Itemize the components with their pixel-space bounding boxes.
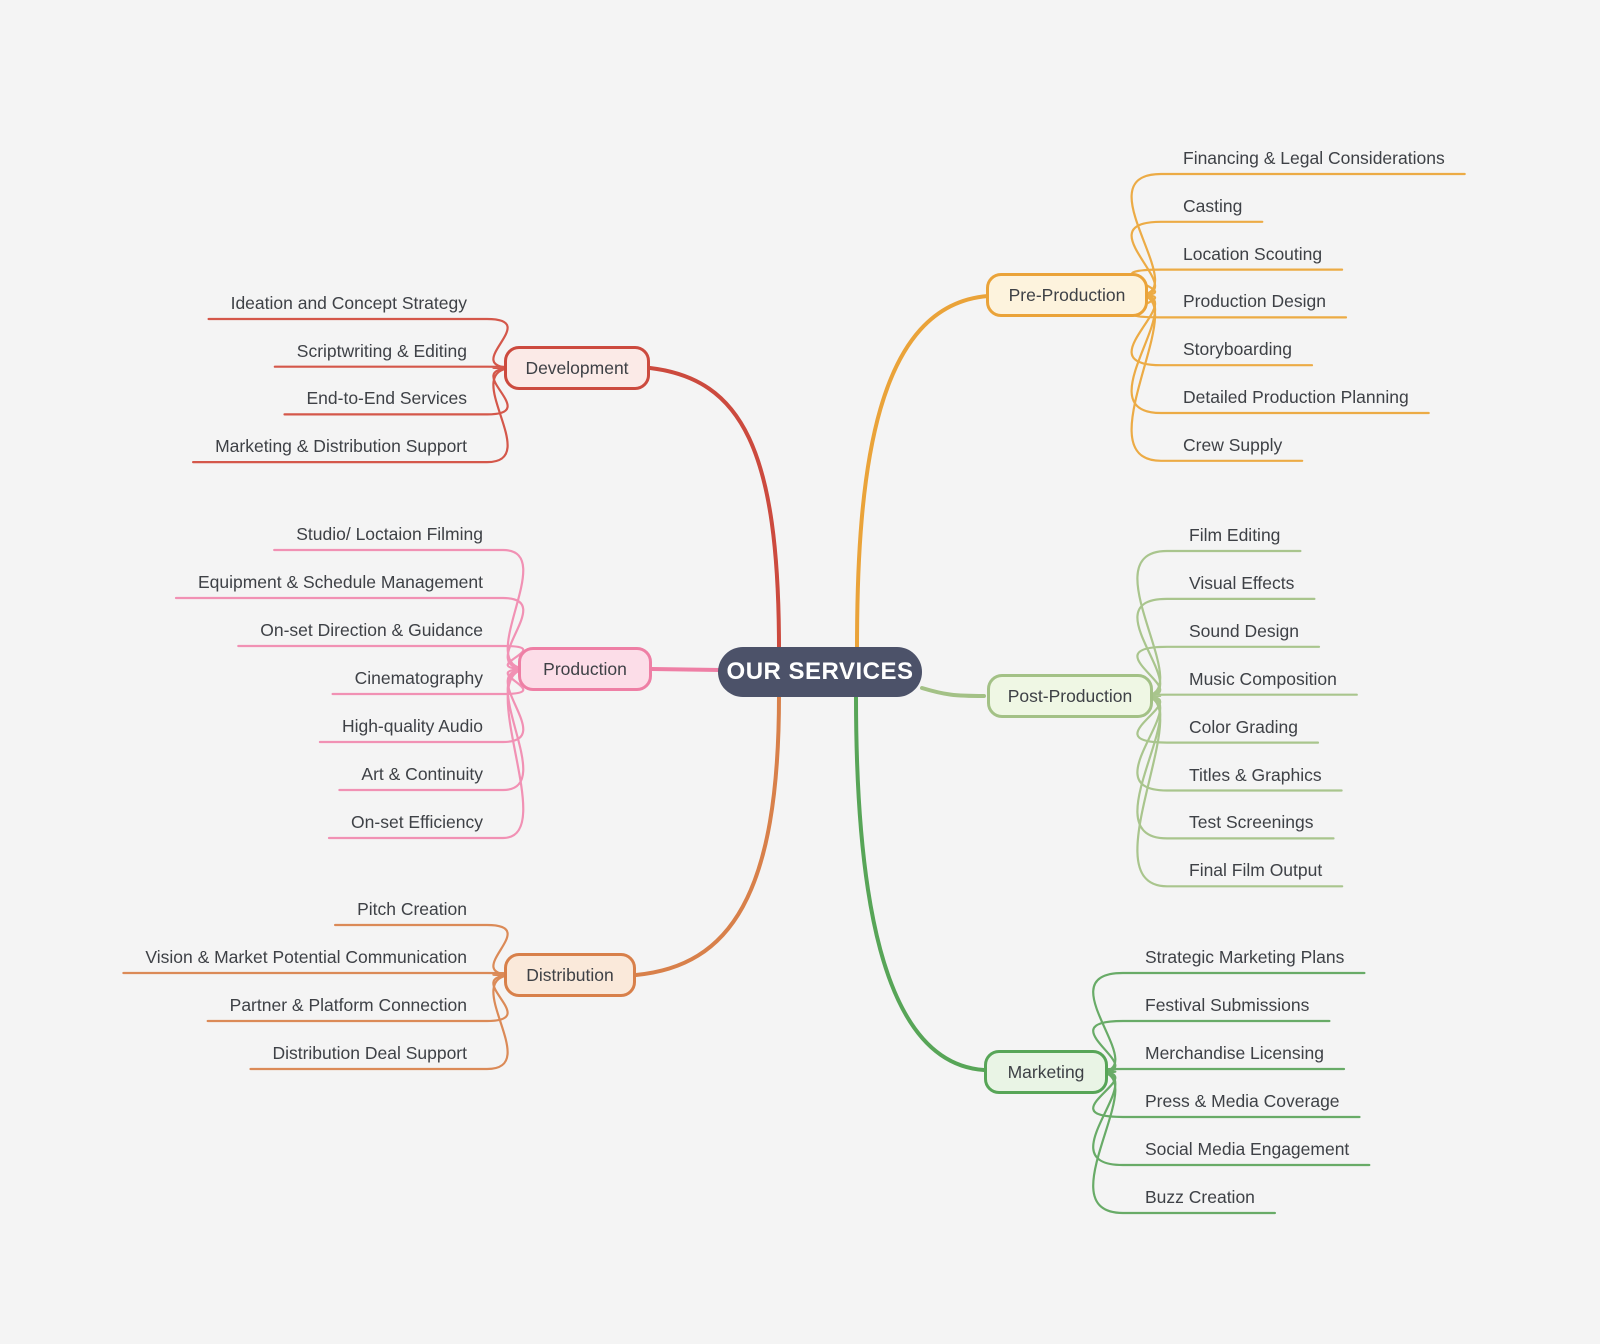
leaf-connector-post-production — [1136, 694, 1320, 744]
branch-node-marketing[interactable]: Marketing — [984, 1050, 1108, 1094]
leaf-connector-production — [237, 644, 530, 671]
leaf-connector-development — [273, 365, 516, 370]
leaf-item-post-production-1[interactable]: Visual Effects — [1189, 572, 1295, 593]
leaf-item-development-3[interactable]: Marketing & Distribution Support — [215, 436, 467, 457]
main-connector-marketing — [854, 695, 986, 1072]
leaf-item-development-2[interactable]: End-to-End Services — [306, 388, 468, 409]
branch-node-post-production[interactable]: Post-Production — [987, 674, 1153, 718]
central-node[interactable]: OUR SERVICES — [718, 647, 922, 697]
leaf-item-distribution-1[interactable]: Vision & Market Potential Communication — [145, 947, 467, 967]
leaf-connector-production — [327, 667, 530, 840]
leaf-item-distribution-0[interactable]: Pitch Creation — [357, 899, 467, 919]
leaf-item-marketing-0[interactable]: Strategic Marketing Plans — [1145, 947, 1345, 967]
leaf-item-production-0[interactable]: Studio/ Loctaion Filming — [296, 524, 483, 544]
leaf-item-pre-production-6[interactable]: Crew Supply — [1183, 434, 1283, 455]
leaf-connector-post-production — [1136, 645, 1321, 698]
leaf-item-distribution-3[interactable]: Distribution Deal Support — [272, 1043, 467, 1063]
leaf-item-marketing-5[interactable]: Buzz Creation — [1145, 1187, 1255, 1207]
leaf-item-post-production-4[interactable]: Color Grading — [1189, 716, 1298, 737]
leaf-item-pre-production-3[interactable]: Production Design — [1183, 291, 1326, 312]
leaf-connector-post-production — [1136, 549, 1302, 698]
leaf-connector-production — [273, 548, 530, 671]
leaf-connector-marketing — [1092, 1070, 1276, 1215]
leaf-connector-distribution — [249, 973, 516, 1071]
main-connector-post-production — [920, 686, 986, 698]
leaf-connector-pre-production — [1130, 172, 1466, 297]
leaf-item-pre-production-1[interactable]: Casting — [1183, 195, 1243, 216]
main-connector-development — [648, 366, 781, 651]
leaf-connector-marketing — [1092, 1070, 1361, 1119]
leaf-connector-pre-production — [1130, 220, 1264, 297]
leaf-item-post-production-3[interactable]: Music Composition — [1189, 668, 1337, 689]
leaf-item-marketing-3[interactable]: Press & Media Coverage — [1145, 1091, 1340, 1111]
leaf-connector-post-production — [1136, 693, 1358, 698]
leaf-item-marketing-1[interactable]: Festival Submissions — [1145, 995, 1310, 1015]
leaf-connector-production — [331, 667, 530, 696]
leaf-connector-marketing — [1092, 1067, 1346, 1074]
main-connector-distribution — [634, 694, 781, 977]
leaf-item-production-1[interactable]: Equipment & Schedule Management — [197, 572, 483, 592]
leaf-connector-post-production — [1136, 694, 1344, 888]
leaf-item-development-1[interactable]: Scriptwriting & Editing — [296, 340, 467, 361]
leaf-item-post-production-0[interactable]: Film Editing — [1189, 525, 1281, 545]
leaf-item-production-6[interactable]: On-set Efficiency — [351, 812, 483, 832]
leaf-item-post-production-7[interactable]: Final Film Output — [1189, 860, 1323, 881]
leaf-item-production-3[interactable]: Cinematography — [354, 668, 483, 688]
leaf-item-pre-production-0[interactable]: Financing & Legal Considerations — [1183, 148, 1445, 168]
leaf-connector-distribution — [206, 973, 516, 1023]
leaf-connector-distribution — [122, 971, 516, 977]
branch-node-development[interactable]: Development — [504, 346, 650, 390]
main-connector-production — [650, 667, 722, 672]
leaf-connector-development — [192, 366, 516, 464]
leaf-connector-post-production — [1136, 597, 1316, 698]
leaf-item-post-production-6[interactable]: Test Screenings — [1189, 812, 1314, 833]
leaf-connector-pre-production — [1130, 293, 1304, 462]
leaf-item-post-production-2[interactable]: Sound Design — [1189, 620, 1299, 641]
leaf-connector-development — [283, 366, 516, 416]
leaf-connector-marketing — [1092, 971, 1366, 1074]
branch-node-pre-production[interactable]: Pre-Production — [986, 273, 1148, 317]
leaf-item-pre-production-2[interactable]: Location Scouting — [1183, 243, 1323, 264]
leaf-item-production-2[interactable]: On-set Direction & Guidance — [260, 620, 483, 640]
branch-node-production[interactable]: Production — [518, 647, 652, 691]
leaf-item-distribution-2[interactable]: Partner & Platform Connection — [229, 995, 467, 1015]
leaf-item-marketing-4[interactable]: Social Media Engagement — [1145, 1139, 1350, 1159]
leaf-connector-development — [207, 317, 516, 370]
leaf-connector-production — [174, 596, 530, 671]
leaf-item-development-0[interactable]: Ideation and Concept Strategy — [230, 293, 467, 313]
leaf-item-marketing-2[interactable]: Merchandise Licensing — [1145, 1043, 1324, 1063]
branch-node-distribution[interactable]: Distribution — [504, 953, 636, 997]
leaf-item-pre-production-5[interactable]: Detailed Production Planning — [1183, 387, 1409, 407]
leaf-item-production-4[interactable]: High-quality Audio — [341, 716, 483, 736]
leaf-item-post-production-5[interactable]: Titles & Graphics — [1189, 764, 1322, 785]
main-connector-pre-production — [855, 294, 990, 650]
leaf-item-production-5[interactable]: Art & Continuity — [361, 764, 483, 784]
leaf-item-pre-production-4[interactable]: Storyboarding — [1183, 339, 1292, 360]
